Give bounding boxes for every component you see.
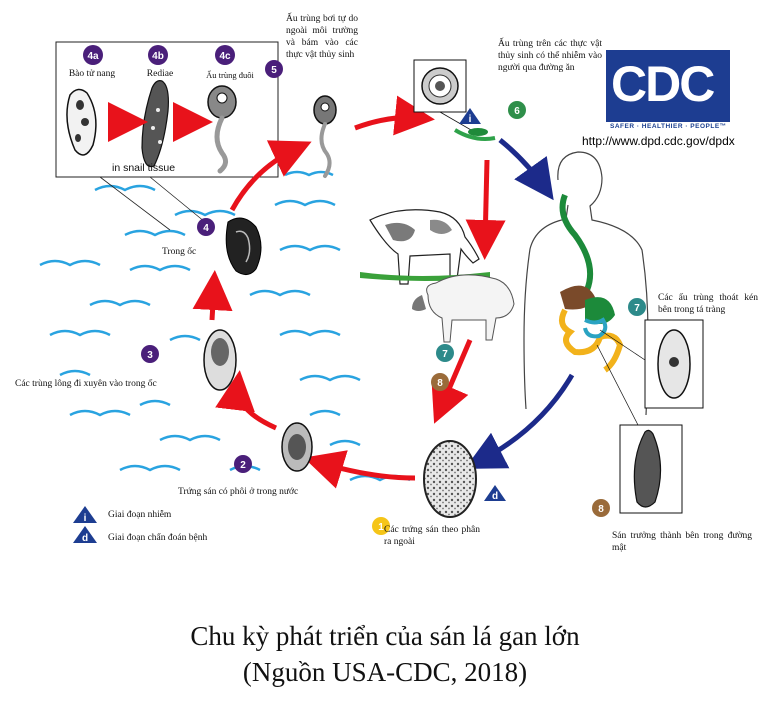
label-stage-1: Các trứng sán theo phân ra ngoài [384,525,480,547]
badge-6: 6 [508,101,526,119]
redia-figure [141,80,169,168]
badge-7-host-text: 7 [442,349,448,360]
cercaria-figure [207,85,237,174]
label-4a: Bào tử nang [68,69,116,79]
badge-8-host-text: 8 [437,378,443,389]
label-4c: Ấu trùng đuôi [206,70,254,80]
blue-diagnostic-arrows [464,138,575,469]
legend-diagnostic-symbol-text: d [82,533,88,544]
plant-metacercaria-figure [413,59,496,141]
badge-4b-text: 4b [152,51,164,62]
embryonated-egg-figure [281,422,313,472]
diagnostic-marker-text: d [492,491,498,502]
badge-2: 2 [234,455,252,473]
badge-6-text: 6 [514,106,520,117]
badge-4-text: 4 [203,223,209,234]
caption-source: (Nguồn USA-CDC, 2018) [242,657,528,687]
arrow-miracidium-to-snail [192,270,233,321]
arrow-eggs-to-water [303,450,416,489]
arrow-cercaria-to-plant [354,95,435,136]
inset-pointer-line [99,176,171,231]
badge-1-text: 1 [378,522,384,533]
digestive-tract-figure [558,193,624,373]
badge-4: 4 [197,218,215,236]
cattle-figure [360,209,490,285]
excysted-juvenile-figure [599,319,704,409]
arrow-plant-to-cattle [465,159,506,260]
arrow-sheep-to-eggs [431,339,473,424]
infective-marker-text: i [469,114,472,125]
badge-1: 1 [372,517,390,535]
diagnostic-marker: d [484,485,506,502]
label-stage-2: Trứng sán có phôi ở trong nước [178,487,299,497]
badge-4b: 4b [148,45,168,65]
snail-figure [225,217,262,275]
cdc-tagline: SAFER · HEALTHIER · PEOPLE™ [610,123,727,130]
cdc-url[interactable]: http://www.dpd.cdc.gov/dpdx [582,134,735,148]
badge-8-host: 8 [431,373,449,391]
arrow-snail-to-cercaria [229,140,312,212]
label-stage-6: Ấu trùng trên các thực vật thủy sinh có … [498,39,602,73]
badge-7-host: 7 [436,344,454,362]
badge-4a: 4a [83,45,103,65]
badge-4c: 4c [215,45,235,65]
label-stage-7: Các ấu trùng thoát kén bên trong tá tràn… [658,293,758,315]
arrow-plant-to-human [498,138,554,201]
sporocyst-figure [66,88,97,156]
badge-3: 3 [141,345,159,363]
inset-pointer-line [149,176,206,223]
badge-7: 7 [628,298,646,316]
free-cercaria-figure [313,95,337,178]
caption-title: Chu kỳ phát triển của sán lá gan lớn [190,621,580,651]
red-cycle-arrows [192,95,506,489]
label-stage-8: Sán trưởng thành bên trong đường mật [612,531,752,553]
legend-infective-symbol: i [73,506,97,524]
adult-fluke-figure [596,344,683,514]
infective-marker: i [459,108,481,125]
arrow-egg-to-miracidium [215,370,278,431]
badge-5: 5 [265,60,283,78]
legend-diagnostic-label: Giai đoạn chẩn đoán bệnh [108,533,208,543]
miracidium-figure [203,329,237,391]
badge-4c-text: 4c [219,51,231,62]
cdc-logo [606,50,730,122]
badge-5-text: 5 [271,65,277,76]
badge-8-text: 8 [598,504,604,515]
label-stage-5: Ấu trùng bơi tự do ngoài môi trường và b… [286,14,358,60]
arrow-human-to-eggs [464,373,575,469]
badge-7-text: 7 [634,303,640,314]
sheep-figure [412,274,515,343]
water-waves [39,170,411,482]
badge-2-text: 2 [240,460,246,471]
label-stage-3: Các trùng lông đi xuyên vào trong ốc [15,379,157,389]
legend-infective-symbol-text: i [84,513,87,524]
badge-8: 8 [592,499,610,517]
unembryonated-egg-figure [423,440,477,518]
badge-3-text: 3 [147,350,153,361]
badge-4a-text: 4a [87,51,99,62]
legend-diagnostic-symbol: d [73,526,97,544]
legend-infective-label: Giai đoạn nhiễm [108,510,172,520]
label-stage-4: Trong ốc [162,247,197,257]
in-snail-tissue-label: in snail tissue [112,162,176,174]
cdc-logo-text: CDC [611,56,715,112]
label-4b: Rediae [146,69,174,79]
